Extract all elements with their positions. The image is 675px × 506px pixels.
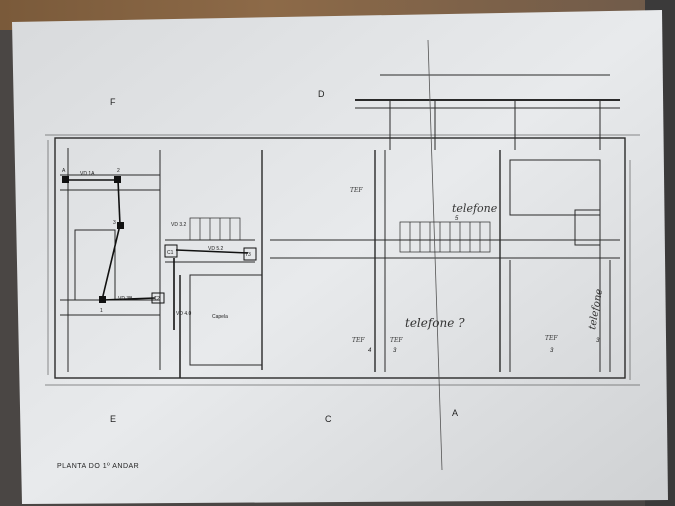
paper-sheet: [12, 10, 668, 504]
room-number: 5: [455, 216, 459, 222]
point-number: 3: [113, 220, 116, 226]
point-number: 1: [100, 308, 103, 314]
circuit-label: VD 5.2: [208, 246, 224, 252]
handwritten-note: telefone ?: [405, 316, 465, 330]
handwritten-note: TEF: [390, 337, 403, 344]
section-marker: E: [110, 414, 116, 424]
circuit-label: VD 4.0: [176, 311, 192, 317]
room-number: 3: [393, 348, 397, 354]
plan-walls: [45, 39, 640, 471]
section-marker: D: [318, 89, 325, 99]
room-number: 3: [596, 338, 600, 344]
circuit-label: C1: [167, 250, 174, 256]
circuit-label: VD 3B: [118, 296, 133, 302]
circuit-boxes: [62, 176, 257, 304]
circuit-label: VD 3.2: [171, 222, 187, 228]
section-markers: F D E C A: [110, 89, 458, 424]
room-number: 4: [368, 348, 372, 354]
circuit-label: T2: [154, 296, 160, 302]
point-number: 2: [117, 168, 120, 174]
point-number: A: [62, 168, 66, 174]
handwritten-note: telefone: [452, 202, 498, 215]
room-label-capela: Capela: [212, 314, 228, 320]
drawing-title: PLANTA DO 1º ANDAR: [57, 463, 139, 470]
handwritten-note: TEF: [352, 337, 365, 344]
handwritten-note: TEF: [545, 335, 558, 342]
circuit-label-group: VD 1A VD 3B VD 3.2 VD 5.2 VD 4.0 C1 T2 T…: [62, 168, 251, 320]
stairs: [189, 217, 491, 253]
handwritten-note: TEF: [350, 187, 363, 194]
room-number: 3: [550, 348, 554, 354]
circuit-label: VD 1A: [80, 171, 95, 177]
section-marker: C: [325, 414, 332, 424]
section-marker: A: [452, 408, 458, 418]
circuit-label: T3: [245, 252, 251, 258]
circuit-lines: [66, 179, 249, 330]
section-marker: F: [110, 97, 116, 107]
